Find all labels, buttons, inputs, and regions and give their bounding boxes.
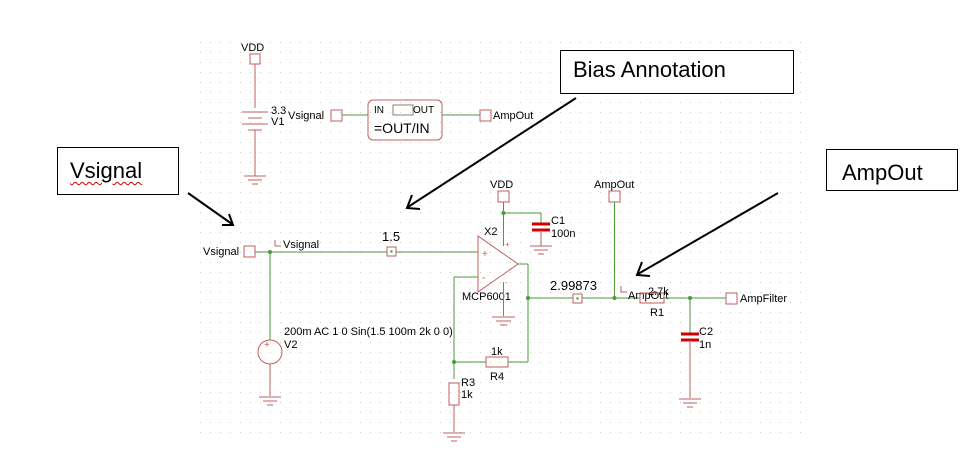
svg-text:-: - bbox=[505, 278, 508, 287]
svg-text:+: + bbox=[505, 240, 510, 249]
vdd-label-top: VDD bbox=[241, 42, 264, 54]
r3-name: R3 bbox=[461, 377, 475, 389]
ampout-port-top[interactable] bbox=[479, 109, 492, 122]
opamp-plus-sign: + bbox=[482, 249, 488, 260]
ampfilter-label: AmpFilter bbox=[740, 293, 787, 305]
net-marker-ampout bbox=[620, 286, 627, 293]
x2-name: X2 bbox=[484, 226, 497, 238]
capacitor-c1-symbol[interactable] bbox=[532, 213, 550, 246]
ground-c1-icon bbox=[530, 245, 552, 255]
v2-spec: 200m AC 1 0 Sin(1.5 100m 2k 0 0) bbox=[284, 326, 453, 338]
r1-name: R1 bbox=[650, 307, 664, 319]
vsignal-net-label: Vsignal bbox=[283, 239, 319, 251]
c1-name: C1 bbox=[551, 215, 565, 227]
c2-name: C2 bbox=[699, 326, 713, 338]
resistor-r3-symbol[interactable] bbox=[448, 382, 460, 406]
ground-v2-icon bbox=[259, 396, 281, 406]
ground-opamp-icon bbox=[492, 316, 515, 326]
block-in-label: IN bbox=[374, 105, 384, 116]
v1-name: V1 bbox=[271, 116, 284, 128]
arrow-ampout bbox=[637, 192, 779, 275]
ground-c2-icon bbox=[679, 398, 701, 408]
vsignal-port-top[interactable] bbox=[330, 109, 343, 122]
ampfilter-port[interactable] bbox=[725, 292, 738, 305]
ampout-label-main: AmpOut bbox=[594, 179, 634, 191]
annotation-arrows bbox=[187, 97, 779, 277]
vdd-label-main: VDD bbox=[490, 179, 513, 191]
arrow-vsignal bbox=[187, 192, 233, 225]
v1-value: 3.3 bbox=[271, 105, 286, 117]
net-marker-vsignal bbox=[274, 240, 281, 247]
callout-bias-text: Bias Annotation bbox=[573, 57, 726, 82]
arrow-bias bbox=[407, 97, 577, 208]
ground-r3-icon bbox=[443, 432, 465, 442]
callout-vsignal-text: Vsignal bbox=[70, 158, 143, 183]
resistor-r4-symbol[interactable] bbox=[485, 356, 509, 368]
opamp-part: MCP6001 bbox=[462, 291, 511, 303]
ampout-label-top: AmpOut bbox=[493, 110, 533, 122]
v1-source-circuit bbox=[242, 53, 268, 185]
grid-dots bbox=[200, 42, 801, 433]
svg-text:+: + bbox=[264, 340, 270, 351]
callout-vsignal: Vsignal bbox=[57, 147, 179, 195]
r1-value: 2.7k bbox=[648, 286, 669, 298]
output-value: 2.99873 bbox=[550, 278, 597, 293]
opamp-minus-sign: - bbox=[482, 273, 485, 284]
c2-value: 1n bbox=[699, 339, 711, 351]
callout-ampout: AmpOut bbox=[826, 149, 958, 191]
r3-value: 1k bbox=[461, 389, 473, 401]
bias-value: 1.5 bbox=[382, 229, 400, 244]
block-expression: =OUT/IN bbox=[374, 120, 430, 136]
vsignal-port-label: Vsignal bbox=[203, 246, 239, 258]
block-out-label: OUT bbox=[413, 105, 434, 116]
callout-ampout-text: AmpOut bbox=[842, 160, 923, 185]
battery-v1-symbol[interactable] bbox=[242, 111, 268, 131]
ground-v1-icon bbox=[244, 175, 266, 185]
capacitor-c2-symbol[interactable] bbox=[681, 298, 699, 398]
callout-bias-annotation: Bias Annotation bbox=[560, 50, 794, 94]
vsignal-port-main[interactable] bbox=[243, 245, 256, 258]
vsignal-label-top: Vsignal bbox=[288, 110, 324, 122]
r4-value: 1k bbox=[491, 346, 503, 358]
transfer-function-block[interactable] bbox=[367, 99, 443, 141]
v2-name: V2 bbox=[284, 339, 297, 351]
c1-value: 100n bbox=[551, 228, 575, 240]
opamp-x2-symbol[interactable] bbox=[477, 235, 519, 293]
vdd-port-main[interactable] bbox=[497, 190, 510, 203]
r4-name: R4 bbox=[490, 371, 504, 383]
vdd-port-top[interactable] bbox=[249, 53, 261, 65]
